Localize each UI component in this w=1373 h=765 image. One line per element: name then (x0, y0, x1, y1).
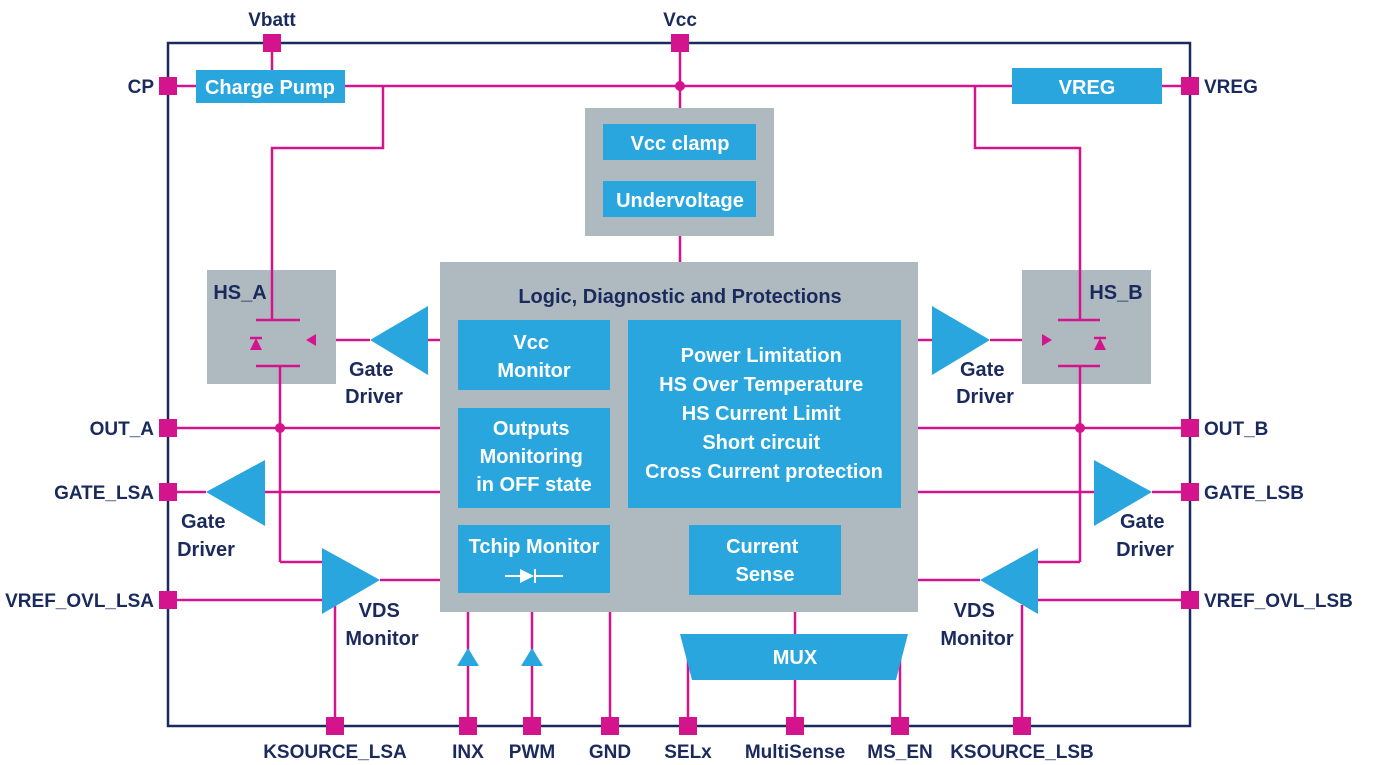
inx-arrow-icon (457, 648, 479, 666)
hs-b-mosfet-icon (1042, 270, 1106, 384)
pin-vref-ovl-lsb: VREF_OVL_LSB (1204, 591, 1353, 612)
protections-label: Power Limitation HS Over Temperature HS … (645, 345, 883, 483)
pin-pwm: PWM (509, 742, 555, 763)
gate-driver-lsb-icon (1094, 460, 1152, 526)
logic-title: Logic, Diagnostic and Protections (518, 286, 841, 308)
current-sense-block (689, 525, 841, 595)
outputs-monitoring-label: Outputs Monitoring in OFF state (476, 418, 592, 496)
gate-driver-lsa-label: Gate Driver (177, 511, 235, 561)
junction-dot (275, 423, 285, 433)
pin-vreg: VREG (1204, 77, 1258, 98)
gate-driver-lsa-icon (206, 460, 265, 526)
undervoltage-block (603, 181, 756, 217)
gate-driver-b-icon (932, 306, 990, 375)
pin-vref-ovl-lsa: VREF_OVL_LSA (5, 591, 154, 612)
hs-a-label: HS_A (213, 282, 266, 304)
vds-monitor-a-label: VDS Monitor (345, 600, 419, 650)
vds-monitor-a-icon (322, 548, 380, 614)
pin-out-b: OUT_B (1204, 419, 1268, 440)
vds-monitor-b-icon (980, 548, 1038, 614)
mux-label: MUX (773, 647, 818, 669)
vreg-block (1012, 68, 1162, 104)
pin-vcc: Vcc (663, 10, 697, 31)
vcc-monitor-label: Vcc Monitor (497, 332, 571, 382)
pin-ms-en: MS_EN (867, 742, 932, 763)
vreg-block-label: VREG (1059, 77, 1116, 99)
tchip-monitor-label: Tchip Monitor (469, 536, 600, 558)
pin-markers (159, 34, 1199, 735)
vcc-monitor-block (458, 320, 610, 390)
hs-a-mosfet-icon (250, 270, 316, 384)
gate-driver-b-label: Gate Driver (956, 359, 1014, 408)
pin-cp: CP (128, 77, 155, 98)
pin-ksource-lsa: KSOURCE_LSA (263, 742, 407, 763)
pin-selx: SELx (664, 742, 712, 763)
gate-driver-a-icon (370, 306, 428, 375)
pin-gate-lsb: GATE_LSB (1204, 483, 1304, 504)
pin-out-a: OUT_A (90, 419, 155, 440)
junction-dot (1075, 423, 1085, 433)
hs-b-label: HS_B (1089, 282, 1142, 304)
outputs-monitoring-block (458, 408, 610, 508)
charge-pump-label: Charge Pump (205, 77, 335, 99)
charge-pump-block (196, 70, 345, 103)
pin-ksource-lsb: KSOURCE_LSB (950, 742, 1094, 763)
undervoltage-label: Undervoltage (616, 190, 744, 212)
junction-dot (675, 81, 685, 91)
mux-block (680, 634, 908, 680)
pin-gate-lsa: GATE_LSA (54, 483, 154, 504)
pin-multisense: MultiSense (745, 742, 845, 763)
gate-driver-lsb-label: Gate Driver (1116, 511, 1174, 561)
vcc-clamp-block (603, 124, 756, 160)
vds-monitor-b-label: VDS Monitor (940, 600, 1014, 650)
pin-inx: INX (452, 742, 484, 763)
pin-gnd: GND (589, 742, 631, 763)
gate-driver-a-label: Gate Driver (345, 359, 403, 408)
vcc-clamp-label: Vcc clamp (631, 133, 730, 155)
protections-block (628, 320, 901, 508)
pwm-arrow-icon (521, 648, 543, 666)
current-sense-label: Current Sense (726, 536, 804, 586)
pin-vbatt: Vbatt (248, 10, 296, 31)
diode-icon (505, 569, 563, 583)
